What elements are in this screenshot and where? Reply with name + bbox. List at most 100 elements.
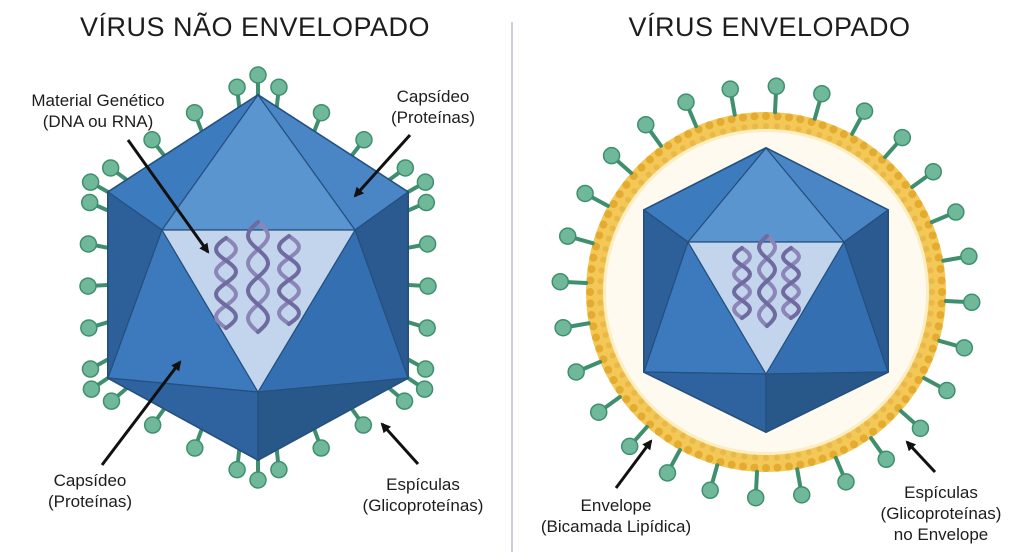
lipid-head-inner (661, 420, 668, 427)
spike-head (228, 78, 246, 96)
spike-head (955, 339, 974, 357)
spike-head (415, 380, 434, 398)
lipid-head-inner (752, 454, 759, 461)
lipid-head-outer (919, 365, 928, 374)
lipid-head-outer (796, 460, 805, 469)
spike-head (418, 319, 436, 337)
lipid-head-inner (600, 256, 607, 263)
label-capsid-bottom-line2: (Proteínas) (47, 492, 133, 511)
lipid-head-outer (622, 395, 631, 404)
lipid-head-outer (928, 231, 937, 240)
lipid-head-outer (609, 200, 618, 208)
lipid-head-inner (916, 225, 923, 232)
spike-head (962, 293, 981, 312)
lipid-head-inner (906, 372, 913, 378)
dna-strand (780, 246, 802, 320)
lipid-head-outer (773, 463, 782, 472)
lipid-head-inner (653, 164, 660, 171)
lipid-head-inner (720, 128, 727, 135)
lipid-head-outer (595, 344, 604, 353)
lipid-head-outer (674, 135, 682, 144)
spike-head (101, 159, 120, 177)
spike-head (419, 277, 437, 295)
lipid-head-inner (911, 215, 918, 222)
label-spikes-right: Espículas (Glicoproteínas) no Envelope (866, 482, 1016, 545)
spike-head (658, 464, 677, 482)
spike-head (558, 227, 577, 245)
lipid-head-outer (938, 288, 946, 296)
lipid-head-inner (920, 342, 927, 349)
lipid-head-outer (914, 376, 923, 384)
arrow-spikes-right (905, 440, 937, 474)
dna-strand (756, 234, 778, 328)
lipid-head-inner (602, 246, 609, 253)
lipid-head-outer (869, 427, 878, 436)
lipid-head-inner (730, 126, 737, 133)
lipid-head-outer (716, 117, 725, 126)
lipid-head-inner (624, 381, 631, 388)
lipid-head-outer (599, 220, 608, 229)
lipid-head-outer (615, 385, 624, 394)
lipid-head-outer (684, 445, 693, 454)
spike-head (312, 103, 331, 122)
lipid-head-inner (901, 196, 908, 203)
label-envelope-line1: Envelope (580, 496, 652, 515)
spike-head (312, 439, 330, 457)
arrow-capsid-bottom (100, 360, 182, 466)
lipid-head-outer (586, 299, 595, 308)
lipid-head-outer (886, 163, 895, 172)
spike-head (354, 416, 373, 434)
lipid-head-inner (906, 206, 913, 212)
lipid-head-inner (925, 321, 932, 328)
lipid-head-outer (637, 163, 646, 172)
spike-head (249, 66, 267, 84)
lipid-head-inner (911, 362, 918, 369)
lipid-head-inner (927, 267, 934, 274)
lipid-head-outer (859, 434, 868, 443)
lipid-head-outer (936, 310, 945, 319)
lipid-head-inner (631, 390, 638, 397)
spike-head (567, 363, 585, 381)
lipid-head-outer (914, 200, 923, 208)
lipid-head-inner (795, 126, 802, 133)
lipid-head-inner (741, 453, 748, 460)
lipid-head-inner (670, 427, 677, 434)
lipid-head-inner (846, 145, 852, 152)
lipid-head-inner (925, 256, 932, 263)
lipid-head-inner (805, 128, 812, 135)
lipid-head-outer (818, 121, 827, 130)
lipid-head-inner (609, 225, 616, 232)
lipid-head-outer (934, 253, 943, 262)
lipid-head-inner (894, 187, 901, 194)
lipid-head-outer (829, 125, 838, 134)
spike-head (721, 80, 740, 98)
arrow-envelope (614, 439, 653, 489)
lipid-head-inner (661, 157, 668, 164)
spike-head (396, 159, 415, 177)
lipid-head-outer (934, 322, 943, 331)
lipid-head-inner (741, 124, 748, 131)
lipid-head-inner (614, 215, 621, 222)
label-spikes-right-line2: (Glicoproteínas) (880, 504, 1002, 523)
lipid-head-outer (937, 299, 946, 308)
lipid-head-inner (836, 140, 843, 147)
lipid-head-outer (604, 365, 613, 374)
arrow-genetic-material (126, 139, 210, 254)
lipid-head-inner (928, 299, 935, 306)
lipid-head-inner (864, 420, 871, 427)
label-genetic-material: Material Genético (DNA ou RNA) (6, 90, 190, 132)
label-spikes-left-line2: (Glicoproteínas) (362, 496, 484, 515)
lipid-head-inner (624, 196, 631, 203)
lipid-head-inner (872, 164, 879, 171)
lipid-head-inner (619, 206, 626, 212)
lipid-head-outer (727, 115, 736, 124)
lipid-head-inner (816, 446, 823, 453)
lipid-head-outer (705, 454, 714, 463)
lipid-head-inner (928, 278, 935, 285)
spike-head (554, 318, 572, 337)
right-genetic-core (686, 241, 846, 376)
lipid-head-outer (654, 148, 663, 157)
lipid-head-outer (839, 130, 848, 139)
lipid-head-inner (689, 437, 696, 444)
spike-head (576, 184, 594, 203)
